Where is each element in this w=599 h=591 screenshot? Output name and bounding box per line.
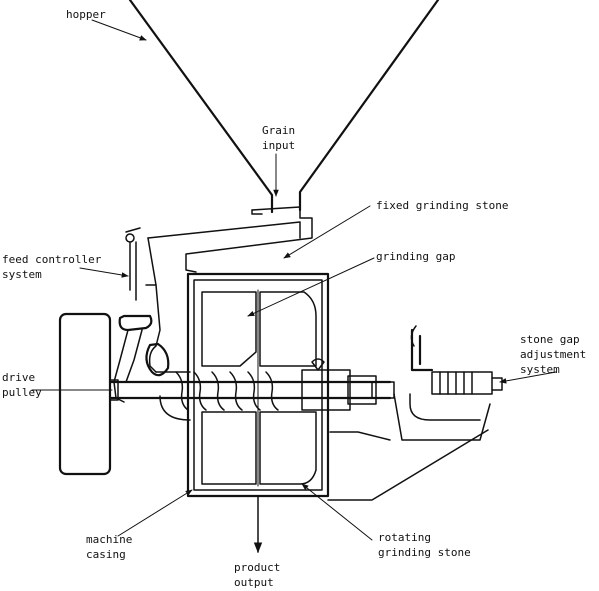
feed-chute <box>147 206 313 286</box>
rotating-stone-part <box>257 289 317 487</box>
labels: hopper Grain input fixed grinding stone … <box>2 8 586 589</box>
label-grain-input-2: input <box>262 139 295 152</box>
label-rotating-stone-1: rotating <box>378 531 431 544</box>
label-product-output-1: product <box>234 561 280 574</box>
label-hopper: hopper <box>66 8 106 21</box>
label-grain-input-1: Grain <box>262 124 295 137</box>
label-product-output-2: output <box>234 576 274 589</box>
label-stone-gap-3: system <box>520 363 560 376</box>
fixed-stone-part <box>201 291 257 485</box>
adjustment-bracket-part <box>327 325 503 501</box>
label-feed-controller-2: system <box>2 268 42 281</box>
feed-controller-part <box>113 227 170 403</box>
label-machine-casing-2: casing <box>86 548 126 561</box>
leader-lines <box>31 19 557 541</box>
label-rotating-stone-2: grinding stone <box>378 546 471 559</box>
label-drive-pulley-2: pulley <box>2 386 42 399</box>
label-feed-controller-1: feed controller <box>2 253 102 266</box>
label-machine-casing-1: machine <box>86 533 132 546</box>
label-drive-pulley-1: drive <box>2 371 35 384</box>
drive-pulley-part <box>58 312 119 476</box>
label-stone-gap-2: adjustment <box>520 348 586 361</box>
label-stone-gap-1: stone gap <box>520 333 580 346</box>
shaft-and-auger <box>108 358 395 411</box>
label-fixed-stone: fixed grinding stone <box>376 199 508 212</box>
hopper-part <box>128 0 440 214</box>
label-grinding-gap: grinding gap <box>376 250 455 263</box>
